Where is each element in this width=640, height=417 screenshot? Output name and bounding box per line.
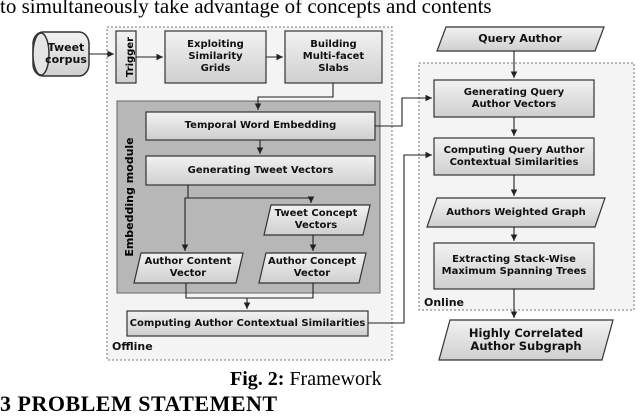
section-heading: 3 PROBLEM STATEMENT — [0, 391, 278, 416]
tweet-concept-shape — [263, 204, 371, 236]
author-content-label: Author Content Vector — [144, 256, 232, 279]
exploiting-label: Exploiting Similarity Grids — [187, 39, 244, 74]
tweet-corpus-label: Tweet corpus — [45, 41, 87, 66]
computing-offline-label: Computing Author Contextual Similarities — [129, 317, 366, 329]
embedding-module-label: Embedding module — [123, 137, 136, 256]
gen-query-label: Generating Query Author Vectors — [463, 86, 565, 110]
offline-label: Offline — [112, 340, 153, 353]
generating-tweet-box — [145, 155, 376, 186]
query-author-label: Query Author — [478, 32, 562, 45]
author-content-shape — [133, 252, 244, 284]
weighted-graph-label: Authors Weighted Graph — [446, 206, 586, 218]
comp-query-box — [433, 137, 595, 176]
result-shape — [438, 319, 614, 361]
computing-offline-box — [126, 310, 369, 337]
figure-number: Fig. 2: — [230, 368, 285, 390]
online-label: Online — [424, 296, 465, 309]
exploiting-box — [164, 30, 267, 84]
extracting-label: Extracting Stack-Wise Maximum Spanning T… — [441, 254, 587, 277]
gen-query-box — [433, 79, 595, 118]
building-label: Building Multi-facet Slabs — [302, 39, 365, 74]
query-author-shape — [436, 26, 605, 52]
comp-query-label: Computing Query Author Contextual Simila… — [443, 144, 585, 168]
author-concept-shape — [258, 252, 367, 284]
figure-caption-text: Framework — [284, 368, 382, 390]
trigger-label: Trigger — [125, 37, 136, 77]
generating-tweet-label: Generating Tweet Vectors — [187, 164, 334, 176]
framework-diagram: Trigger Embedding module — [32, 26, 635, 361]
result-label: Highly Correlated Author Subgraph — [468, 326, 584, 353]
temporal-label: Temporal Word Embedding — [184, 120, 337, 131]
author-concept-label: Author Concept Vector — [267, 256, 357, 279]
tweet-corpus-cylinder — [32, 31, 90, 77]
weighted-graph-shape — [426, 197, 606, 228]
tweet-concept-label: Tweet Concept Vectors — [274, 208, 358, 231]
temporal-box — [145, 111, 376, 141]
building-box — [284, 30, 383, 84]
body-text-line: to simultaneously take advantage of conc… — [0, 0, 492, 18]
figure-caption: Fig. 2: Framework — [230, 368, 382, 391]
